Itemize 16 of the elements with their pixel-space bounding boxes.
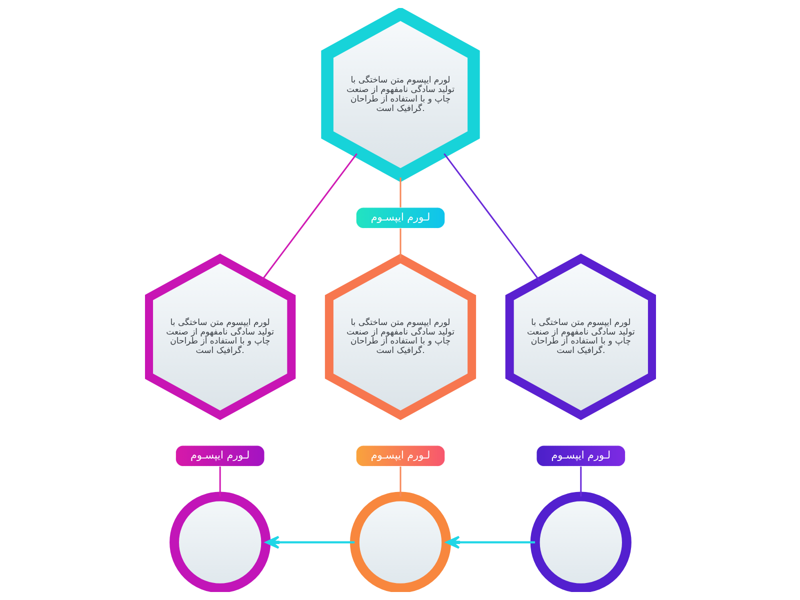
connector (443, 153, 540, 282)
node-circle (530, 492, 631, 592)
node-box: لـورم ایپسـوم (174, 445, 264, 467)
node-box: لـورم ایپسـوم (355, 445, 445, 467)
arrow (445, 536, 535, 549)
node-circle (349, 492, 451, 592)
connector (260, 153, 357, 282)
arrow (264, 536, 354, 549)
node-circle (169, 492, 270, 592)
connector (399, 178, 401, 208)
connector (580, 466, 582, 496)
connector (399, 466, 401, 496)
connector (399, 228, 401, 258)
node-box: لـورم ایپسـوم (355, 207, 445, 229)
node-box: لـورم ایپسـوم (536, 445, 626, 467)
connector (218, 466, 220, 496)
